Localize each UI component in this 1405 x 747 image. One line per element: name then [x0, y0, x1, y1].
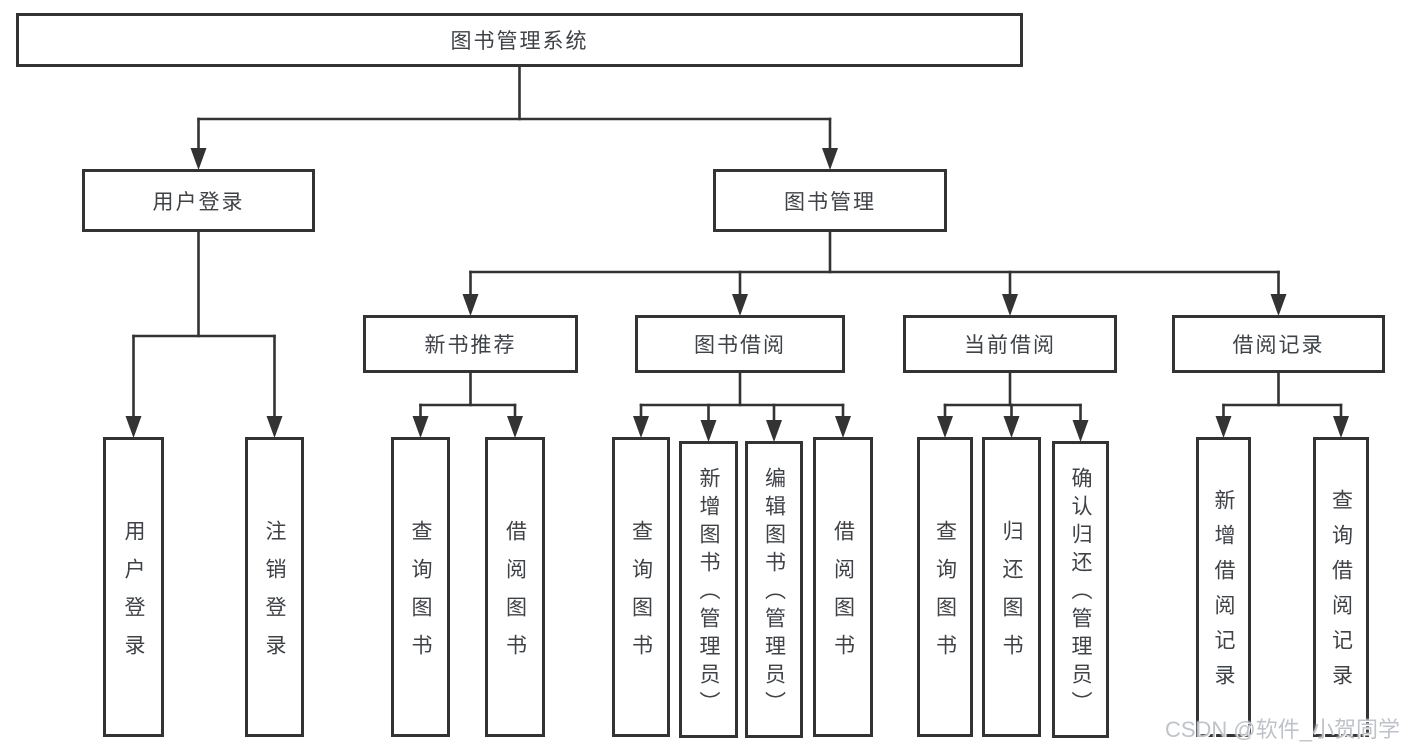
node-label: 图书借阅 — [694, 334, 786, 357]
arrowhead-icon — [766, 420, 782, 442]
arrowhead-icon — [1003, 416, 1020, 438]
arrowhead-icon — [412, 416, 429, 438]
node-add-record: 新增借阅记录 — [1196, 437, 1251, 737]
node-label: 借阅图书 — [503, 519, 527, 672]
arrowhead-icon — [835, 416, 851, 438]
node-current-borrow: 当前借阅 — [903, 315, 1117, 373]
node-label: 注销登录 — [263, 519, 286, 672]
node-label: 编辑图书（管理员） — [762, 467, 786, 719]
node-label: 查询图书 — [629, 519, 653, 672]
node-book-mgmt: 图书管理 — [713, 169, 947, 232]
node-add-book: 新增图书（管理员） — [679, 441, 738, 738]
node-confirm-return: 确认归还（管理员） — [1052, 441, 1109, 738]
node-label: 新书推荐 — [424, 334, 517, 357]
arrowhead-icon — [190, 148, 207, 170]
node-borrow-records: 借阅记录 — [1172, 315, 1385, 373]
arrowhead-icon — [633, 416, 649, 438]
node-edit-book: 编辑图书（管理员） — [745, 441, 803, 738]
arrowhead-icon — [462, 294, 479, 316]
node-label: 确认归还（管理员） — [1069, 467, 1092, 719]
arrowhead-icon — [1215, 416, 1232, 438]
watermark: CSDN @软件_小贺同学 — [1164, 717, 1400, 742]
node-query-books-1: 查询图书 — [391, 437, 450, 737]
node-new-book-rec: 新书推荐 — [363, 315, 578, 373]
node-user-login-leaf: 用户登录 — [103, 437, 164, 737]
node-user-login: 用户登录 — [82, 169, 315, 232]
node-label: 新增借阅记录 — [1212, 489, 1235, 699]
arrowhead-icon — [1072, 420, 1089, 442]
node-label: 图书管理 — [784, 190, 876, 214]
node-label: 图书管理系统 — [450, 30, 589, 53]
node-query-record: 查询借阅记录 — [1313, 437, 1369, 737]
node-label: 借阅记录 — [1232, 334, 1325, 357]
node-label: 新增图书（管理员） — [697, 467, 720, 719]
node-label: 当前借阅 — [964, 334, 1056, 357]
arrowhead-icon — [1002, 294, 1018, 316]
node-query-books-2: 查询图书 — [612, 437, 670, 737]
node-return-book: 归还图书 — [982, 437, 1041, 737]
arrowhead-icon — [1270, 294, 1287, 316]
node-label: 借阅图书 — [831, 519, 855, 672]
arrowhead-icon — [732, 294, 748, 316]
arrowhead-icon — [125, 416, 142, 438]
node-book-borrow: 图书借阅 — [635, 315, 845, 373]
node-root: 图书管理系统 — [16, 13, 1023, 67]
node-label: 归还图书 — [1000, 519, 1023, 672]
arrowhead-icon — [937, 416, 953, 438]
node-borrow-books-2: 借阅图书 — [813, 437, 873, 737]
node-label: 用户登录 — [152, 190, 245, 214]
node-label: 查询图书 — [933, 519, 957, 672]
node-query-books-3: 查询图书 — [917, 437, 973, 737]
node-label: 查询借阅记录 — [1329, 489, 1353, 699]
node-borrow-books-1: 借阅图书 — [485, 437, 545, 737]
node-label: 用户登录 — [122, 519, 145, 672]
arrowhead-icon — [700, 420, 717, 442]
arrowhead-icon — [822, 148, 838, 170]
node-label: 查询图书 — [409, 519, 432, 672]
arrowhead-icon — [507, 416, 523, 438]
node-logout-leaf: 注销登录 — [245, 437, 304, 737]
arrowhead-icon — [266, 416, 283, 438]
arrowhead-icon — [1333, 416, 1349, 438]
